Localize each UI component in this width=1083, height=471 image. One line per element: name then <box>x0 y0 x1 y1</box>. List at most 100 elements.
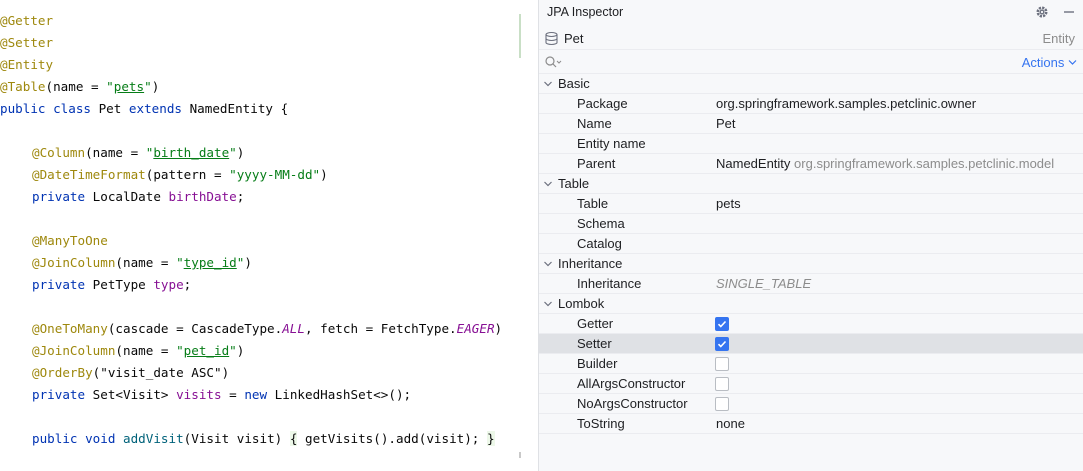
property-row-parent[interactable]: Parent NamedEntity org.springframework.s… <box>539 154 1083 174</box>
code-editor[interactable]: @Getter @Setter @Entity @Table(name = "p… <box>0 0 538 471</box>
code-line[interactable]: @Setter <box>0 32 53 54</box>
keyword: public void <box>32 431 116 446</box>
property-row-allargsconstructor[interactable]: AllArgsConstructor <box>539 374 1083 394</box>
chevron-down-icon[interactable] <box>543 259 553 269</box>
code-line[interactable]: private LocalDate birthDate; <box>0 186 244 208</box>
keyword: public class <box>0 101 91 116</box>
vcs-change-marker[interactable] <box>519 14 521 58</box>
property-row-noargsconstructor[interactable]: NoArgsConstructor <box>539 394 1083 414</box>
annotation: @OneToMany <box>32 321 108 336</box>
property-label: Name <box>577 116 612 131</box>
annotation: @Column <box>32 145 86 160</box>
property-row-table[interactable]: Table pets <box>539 194 1083 214</box>
annotation: @DateTimeFormat <box>32 167 146 182</box>
code-text: (cascade = CascadeType. <box>107 321 283 336</box>
setter-checkbox[interactable] <box>715 337 729 351</box>
search-bar[interactable]: Actions <box>539 51 1083 74</box>
column-reference-link[interactable]: type_id <box>183 255 237 270</box>
annotation: @JoinColumn <box>32 255 116 270</box>
code-line[interactable]: @Getter <box>0 10 53 32</box>
scrollbar-marker[interactable] <box>519 452 521 458</box>
allargsconstructor-checkbox[interactable] <box>715 377 729 391</box>
property-row-entity-name[interactable]: Entity name <box>539 134 1083 154</box>
property-label: Package <box>577 96 628 111</box>
code-line[interactable]: public class Pet extends NamedEntity { <box>0 98 288 120</box>
property-row-tostring[interactable]: ToString none <box>539 414 1083 434</box>
code-line[interactable]: @ManyToOne <box>0 230 108 252</box>
folded-brace[interactable]: { <box>289 431 298 446</box>
property-row-name[interactable]: Name Pet <box>539 114 1083 134</box>
property-row-builder[interactable]: Builder <box>539 354 1083 374</box>
group-label: Lombok <box>558 296 605 311</box>
property-row-schema[interactable]: Schema <box>539 214 1083 234</box>
group-lombok[interactable]: Lombok <box>539 294 1083 314</box>
property-label: Table <box>577 196 609 211</box>
group-inheritance[interactable]: Inheritance <box>539 254 1083 274</box>
property-row-getter[interactable]: Getter <box>539 314 1083 334</box>
chevron-down-icon[interactable] <box>543 79 553 89</box>
property-row-setter[interactable]: Setter <box>539 334 1083 354</box>
property-label: Getter <box>577 316 614 331</box>
property-row-catalog[interactable]: Catalog <box>539 234 1083 254</box>
parent-class-name: NamedEntity <box>716 156 791 171</box>
checkmark-icon <box>717 340 727 348</box>
code-line[interactable]: public void addVisit(Visit visit) { getV… <box>0 428 495 450</box>
minimize-icon[interactable] <box>1061 4 1077 20</box>
actions-button[interactable]: Actions <box>1022 55 1077 70</box>
code-text: (name = <box>45 79 107 94</box>
code-text: ) <box>221 365 230 380</box>
database-table-icon <box>544 31 559 46</box>
property-label: AllArgsConstructor <box>577 376 686 391</box>
keyword: private <box>32 277 86 292</box>
code-line[interactable]: @DateTimeFormat(pattern = "yyyy-MM-dd") <box>0 164 328 186</box>
code-text: ) <box>151 79 160 94</box>
string-quote: " <box>236 255 245 270</box>
string-quote: " <box>176 343 184 358</box>
getter-checkbox[interactable] <box>715 317 729 331</box>
search-icon[interactable] <box>544 55 562 69</box>
code-line[interactable]: private Set<Visit> visits = new LinkedHa… <box>0 384 411 406</box>
code-line[interactable]: @Column(name = "birth_date") <box>0 142 244 164</box>
gear-icon[interactable] <box>1034 4 1050 20</box>
code-line[interactable]: @Entity <box>0 54 53 76</box>
property-label: Parent <box>577 156 616 171</box>
code-line[interactable]: @JoinColumn(name = "pet_id") <box>0 340 244 362</box>
code-line[interactable]: @OneToMany(cascade = CascadeType.ALL, fe… <box>0 318 502 340</box>
code-text: (name = <box>115 343 177 358</box>
table-reference-link[interactable]: pets <box>113 79 145 94</box>
type-name: PetType <box>85 277 154 292</box>
parent-package: org.springframework.samples.petclinic.mo… <box>794 156 1055 171</box>
type-name: LocalDate <box>85 189 169 204</box>
code-text: ) <box>494 321 503 336</box>
field-name: birthDate <box>168 189 237 204</box>
string-quote: " <box>176 255 184 270</box>
code-text: = <box>221 387 245 402</box>
property-row-package[interactable]: Package org.springframework.samples.petc… <box>539 94 1083 114</box>
noargsconstructor-checkbox[interactable] <box>715 397 729 411</box>
checkmark-icon <box>717 320 727 328</box>
folded-brace[interactable]: } <box>486 431 495 446</box>
string-literal: "type_id" <box>176 255 244 270</box>
string-literal: "visit_date ASC" <box>100 365 222 380</box>
property-label: NoArgsConstructor <box>577 396 688 411</box>
code-line[interactable]: @JoinColumn(name = "type_id") <box>0 252 252 274</box>
code-text: (Visit visit) <box>183 431 290 446</box>
group-basic[interactable]: Basic <box>539 74 1083 94</box>
entity-row[interactable]: Pet Entity <box>539 26 1083 50</box>
column-reference-link[interactable]: birth_date <box>153 145 230 160</box>
entity-kind-label: Entity <box>1042 31 1075 46</box>
code-text: ) <box>236 343 245 358</box>
code-line[interactable]: private PetType type; <box>0 274 191 296</box>
builder-checkbox[interactable] <box>715 357 729 371</box>
property-row-inheritance[interactable]: Inheritance SINGLE_TABLE <box>539 274 1083 294</box>
chevron-down-icon[interactable] <box>543 179 553 189</box>
code-line[interactable]: @OrderBy("visit_date ASC") <box>0 362 229 384</box>
group-table[interactable]: Table <box>539 174 1083 194</box>
code-text: ) <box>236 145 245 160</box>
chevron-down-icon[interactable] <box>543 299 553 309</box>
code-text: ; <box>236 189 245 204</box>
string-literal: "pets" <box>106 79 152 94</box>
column-reference-link[interactable]: pet_id <box>183 343 230 358</box>
code-line[interactable]: @Table(name = "pets") <box>0 76 159 98</box>
property-value: none <box>716 416 745 431</box>
